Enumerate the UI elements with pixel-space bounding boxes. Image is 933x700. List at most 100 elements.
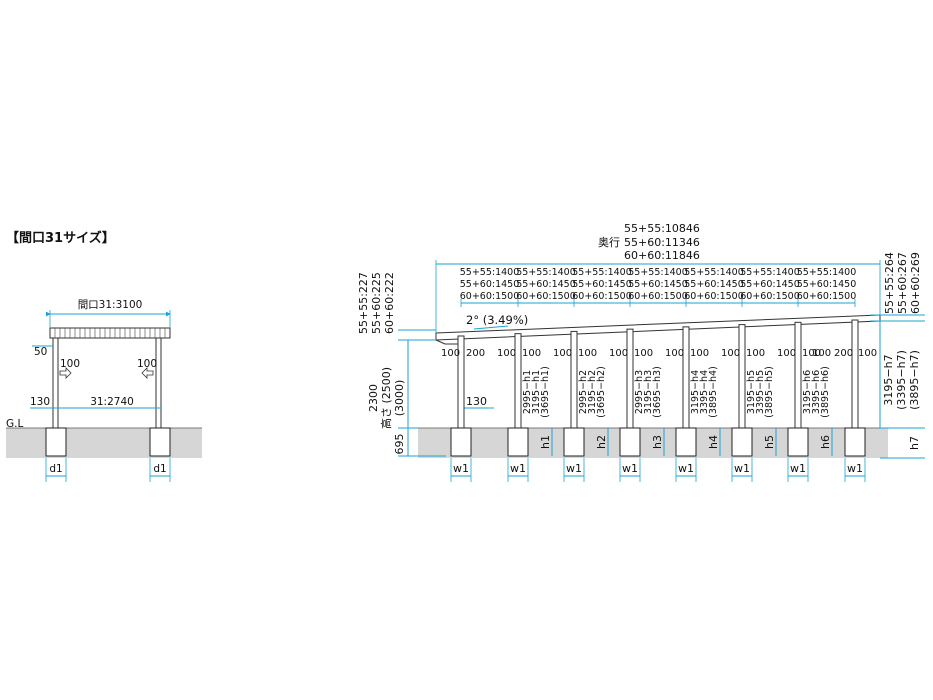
post-height-label: 3395−h6 bbox=[811, 370, 822, 414]
bay-label: 55+60:1450 bbox=[797, 279, 857, 290]
arrow-offset-label: 100 bbox=[858, 348, 877, 359]
bay-label: 55+60:1450 bbox=[684, 279, 744, 290]
post-height-label: 3195−h6 bbox=[802, 370, 813, 414]
arrow-offset-label: 100 bbox=[746, 348, 765, 359]
side-130-label: 130 bbox=[466, 395, 487, 408]
post-height-label: 2995−h3 bbox=[634, 370, 645, 414]
depth-total-line-3: 60+60:11846 bbox=[624, 249, 700, 262]
right-height-line-2: (3395−h7) bbox=[895, 350, 908, 410]
right-overhang-line-3: 60+60:269 bbox=[909, 252, 922, 314]
front-post-left bbox=[52, 337, 59, 429]
front-foundation-right bbox=[149, 427, 171, 457]
arrow-offset-label: 100 bbox=[497, 348, 516, 359]
bay-label: 55+55:1400 bbox=[628, 267, 688, 278]
page-title: 【間口31サイズ】 bbox=[6, 230, 115, 246]
side-foundation bbox=[619, 427, 641, 457]
side-post bbox=[794, 321, 802, 429]
bay-label: 55+60:1450 bbox=[516, 279, 576, 290]
front-ground bbox=[6, 428, 202, 458]
arrow-offset-label: 100 bbox=[441, 348, 460, 359]
arrow-offset-label: 100 bbox=[812, 348, 831, 359]
slope-indicator bbox=[473, 325, 509, 330]
side-foundation bbox=[563, 427, 585, 457]
w1-label: w1 bbox=[453, 462, 469, 475]
side-gutter bbox=[435, 339, 460, 345]
bay-label: 55+55:1400 bbox=[684, 267, 744, 278]
arrow-offset-label: 100 bbox=[578, 348, 597, 359]
h-label: h6 bbox=[819, 435, 832, 449]
post-height-label: (3695−h3) bbox=[652, 366, 663, 418]
right-overhang-dim: 55+55:264 55+60:267 60+60:269 bbox=[870, 252, 925, 322]
side-post bbox=[851, 319, 859, 429]
height-line-2: 高さ (2500) bbox=[379, 367, 393, 429]
side-foundation bbox=[787, 427, 809, 457]
side-foundation bbox=[731, 427, 753, 457]
height-line-3: (3000) bbox=[393, 380, 406, 417]
side-ground bbox=[418, 428, 888, 458]
bay-label: 60+60:1500 bbox=[628, 291, 688, 302]
depth-word: 奥行 bbox=[598, 235, 620, 249]
post-height-label: 3195−h5 bbox=[746, 370, 757, 414]
side-post bbox=[570, 330, 578, 429]
post-height-label: 3195−h3 bbox=[643, 370, 654, 414]
right-overhang-line-2: 55+60:267 bbox=[896, 252, 909, 314]
side-foundation bbox=[450, 427, 472, 457]
right-height-line-3: (3895−h7) bbox=[908, 350, 921, 410]
front-130-label: 130 bbox=[30, 396, 50, 408]
left-overhang-line-2: 55+60:225 bbox=[370, 272, 383, 334]
w1-label: w1 bbox=[790, 462, 806, 475]
front-foundation-left bbox=[45, 427, 67, 457]
foundation-depth-label: 695 bbox=[393, 434, 406, 455]
w1-label: w1 bbox=[566, 462, 582, 475]
arrow-offset-label: 100 bbox=[522, 348, 541, 359]
post-height-label: (3895−h4) bbox=[708, 366, 719, 418]
front-view: 間口31:3100 31:2740 50 100 100 130 G.L d1 … bbox=[6, 299, 202, 482]
bay-label: 55+55:1400 bbox=[460, 267, 520, 278]
w1-label: w1 bbox=[847, 462, 863, 475]
front-width-label: 間口31:3100 bbox=[78, 299, 143, 311]
post-height-label: 3195−h1 bbox=[531, 370, 542, 414]
foundation-depth-dim: 695 bbox=[393, 428, 446, 457]
arrow-offset-label: 100 bbox=[777, 348, 796, 359]
arrow-offset-label: 100 bbox=[609, 348, 628, 359]
front-arrow-right-icon bbox=[141, 367, 154, 379]
post-height-label: (3695−h2) bbox=[596, 366, 607, 418]
bay-label: 60+60:1500 bbox=[684, 291, 744, 302]
front-d1-left: d1 bbox=[49, 463, 62, 475]
front-50-label: 50 bbox=[34, 346, 47, 358]
bay-label: 55+60:1450 bbox=[628, 279, 688, 290]
arrow-offset-label: 100 bbox=[553, 348, 572, 359]
w1-label: w1 bbox=[678, 462, 694, 475]
depth-total-line-1: 55+55:10846 bbox=[624, 222, 700, 235]
bay-label: 60+60:1500 bbox=[797, 291, 857, 302]
arrow-offset-label: 100 bbox=[634, 348, 653, 359]
arrow-offset-label: 100 bbox=[665, 348, 684, 359]
h-label: h2 bbox=[595, 435, 608, 449]
w1-label: w1 bbox=[510, 462, 526, 475]
post-height-label: (3895−h5) bbox=[764, 366, 775, 418]
side-foundation bbox=[675, 427, 697, 457]
post-height-label: (3695−h1) bbox=[540, 366, 551, 418]
height-line-1: 2300 bbox=[367, 384, 380, 412]
post-height-label: 3395−h5 bbox=[755, 370, 766, 414]
right-h7-label: h7 bbox=[908, 436, 921, 450]
post-height-label: 2995−h1 bbox=[522, 370, 533, 414]
bay-label: 55+55:1400 bbox=[572, 267, 632, 278]
left-overhang-line-3: 60+60:222 bbox=[383, 272, 396, 334]
front-roof-ribs bbox=[54, 328, 166, 338]
bay-label: 55+55:1400 bbox=[740, 267, 800, 278]
right-overhang-line-1: 55+55:264 bbox=[883, 252, 896, 314]
gl-label: G.L bbox=[6, 418, 23, 430]
bay-label: 55+60:1450 bbox=[572, 279, 632, 290]
arrow-offset-label: 100 bbox=[690, 348, 709, 359]
post-height-label: 3395−h4 bbox=[699, 370, 710, 414]
w1-label: w1 bbox=[734, 462, 750, 475]
depth-total-line-2: 55+60:11346 bbox=[624, 236, 700, 249]
post-height-label: (3895−h6) bbox=[820, 366, 831, 418]
post-height-label: 3195−h2 bbox=[587, 370, 598, 414]
side-post bbox=[738, 324, 746, 429]
front-arrow-label-right: 100 bbox=[137, 358, 157, 370]
h-label: h3 bbox=[651, 435, 664, 449]
